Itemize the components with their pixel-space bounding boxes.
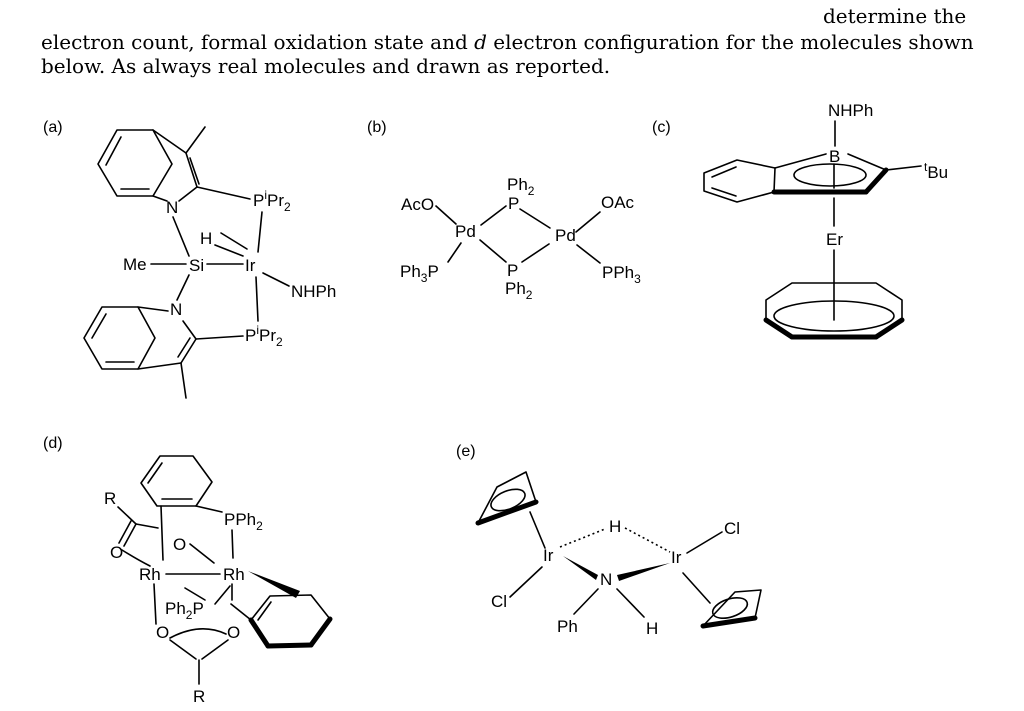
atom-cl-left: Cl — [491, 592, 507, 611]
atom-nhph: NHPh — [291, 282, 336, 301]
atom-er: Er — [826, 230, 843, 249]
atom-ph2p-d: Ph2P — [165, 599, 204, 622]
panel-b: (b) Ph2 P AcO OAc Pd Pd Ph3P PPh3 P Ph2 — [367, 119, 641, 302]
atom-h-nh: H — [646, 619, 658, 638]
atom-ph2-top: Ph2 — [507, 175, 535, 198]
atom-pipr2-bottom: PiPr2 — [245, 323, 283, 349]
atom-cl-right: Cl — [724, 519, 740, 538]
atom-nhph-c: NHPh — [828, 101, 873, 120]
atom-ph2-bottom: Ph2 — [505, 279, 533, 302]
atom-ir-right: Ir — [671, 548, 682, 567]
atom-n-bottom: N — [170, 300, 182, 319]
atom-o-1: O — [110, 543, 123, 562]
atom-h-bridge: H — [609, 517, 621, 536]
atom-tbu: tBu — [924, 160, 948, 182]
atom-si: Si — [189, 256, 204, 275]
atom-ir-left: Ir — [543, 546, 554, 565]
intro-line-2-post: electron configuration for the molecules… — [486, 30, 974, 54]
atom-p-bottom: P — [507, 261, 518, 280]
atom-h-hydride: H — [200, 229, 212, 248]
atom-b: B — [829, 147, 840, 166]
atom-n: N — [600, 570, 612, 589]
atom-pph2-d: PPh2 — [224, 510, 263, 533]
atom-oac: OAc — [601, 193, 635, 212]
panel-c-label: (c) — [652, 119, 671, 136]
intro-line-2-d: d — [474, 30, 487, 54]
intro-line-2: electron count, formal oxidation state a… — [41, 30, 974, 54]
atom-pd-right: Pd — [555, 226, 576, 245]
intro-line-1: determine the — [823, 4, 967, 28]
atom-pph3: PPh3 — [602, 263, 641, 286]
atom-o-4: O — [227, 623, 240, 642]
atom-pd-left: Pd — [455, 222, 476, 241]
atom-r-top: R — [104, 489, 116, 508]
panel-e: (e) Ir H Ir N Cl Cl Ph H — [456, 443, 762, 638]
panel-e-label: (e) — [456, 443, 476, 460]
intro-line-2-pre: electron count, formal oxidation state a… — [41, 30, 475, 54]
atom-ph3p: Ph3P — [400, 262, 439, 285]
atom-ir: Ir — [245, 256, 256, 275]
atom-pipr2-top: PiPr2 — [253, 188, 291, 214]
atom-o-2: O — [173, 535, 186, 554]
atom-n-top: N — [166, 198, 178, 217]
atom-rh-left: Rh — [139, 565, 161, 584]
atom-rh-right: Rh — [223, 565, 245, 584]
panel-b-label: (b) — [367, 119, 387, 136]
atom-r-bottom: R — [193, 687, 205, 706]
panel-a: (a) N PiPr2 H Me Si — [43, 119, 336, 399]
atom-me: Me — [123, 255, 147, 274]
indole-top — [97, 126, 251, 202]
panel-c: (c) NHPh B tBu Er — [652, 101, 948, 340]
panel-d-label: (d) — [43, 435, 63, 452]
indole-bottom — [83, 306, 244, 399]
atom-o-3: O — [156, 623, 169, 642]
panel-d: (d) PPh2 R O O Rh Rh Ph2P — [43, 435, 333, 706]
atom-ph-e: Ph — [557, 617, 578, 636]
atom-p-top: P — [508, 194, 519, 213]
atom-aco: AcO — [401, 195, 434, 214]
intro-line-3: below. As always real molecules and draw… — [41, 54, 611, 78]
panel-a-label: (a) — [43, 119, 63, 136]
